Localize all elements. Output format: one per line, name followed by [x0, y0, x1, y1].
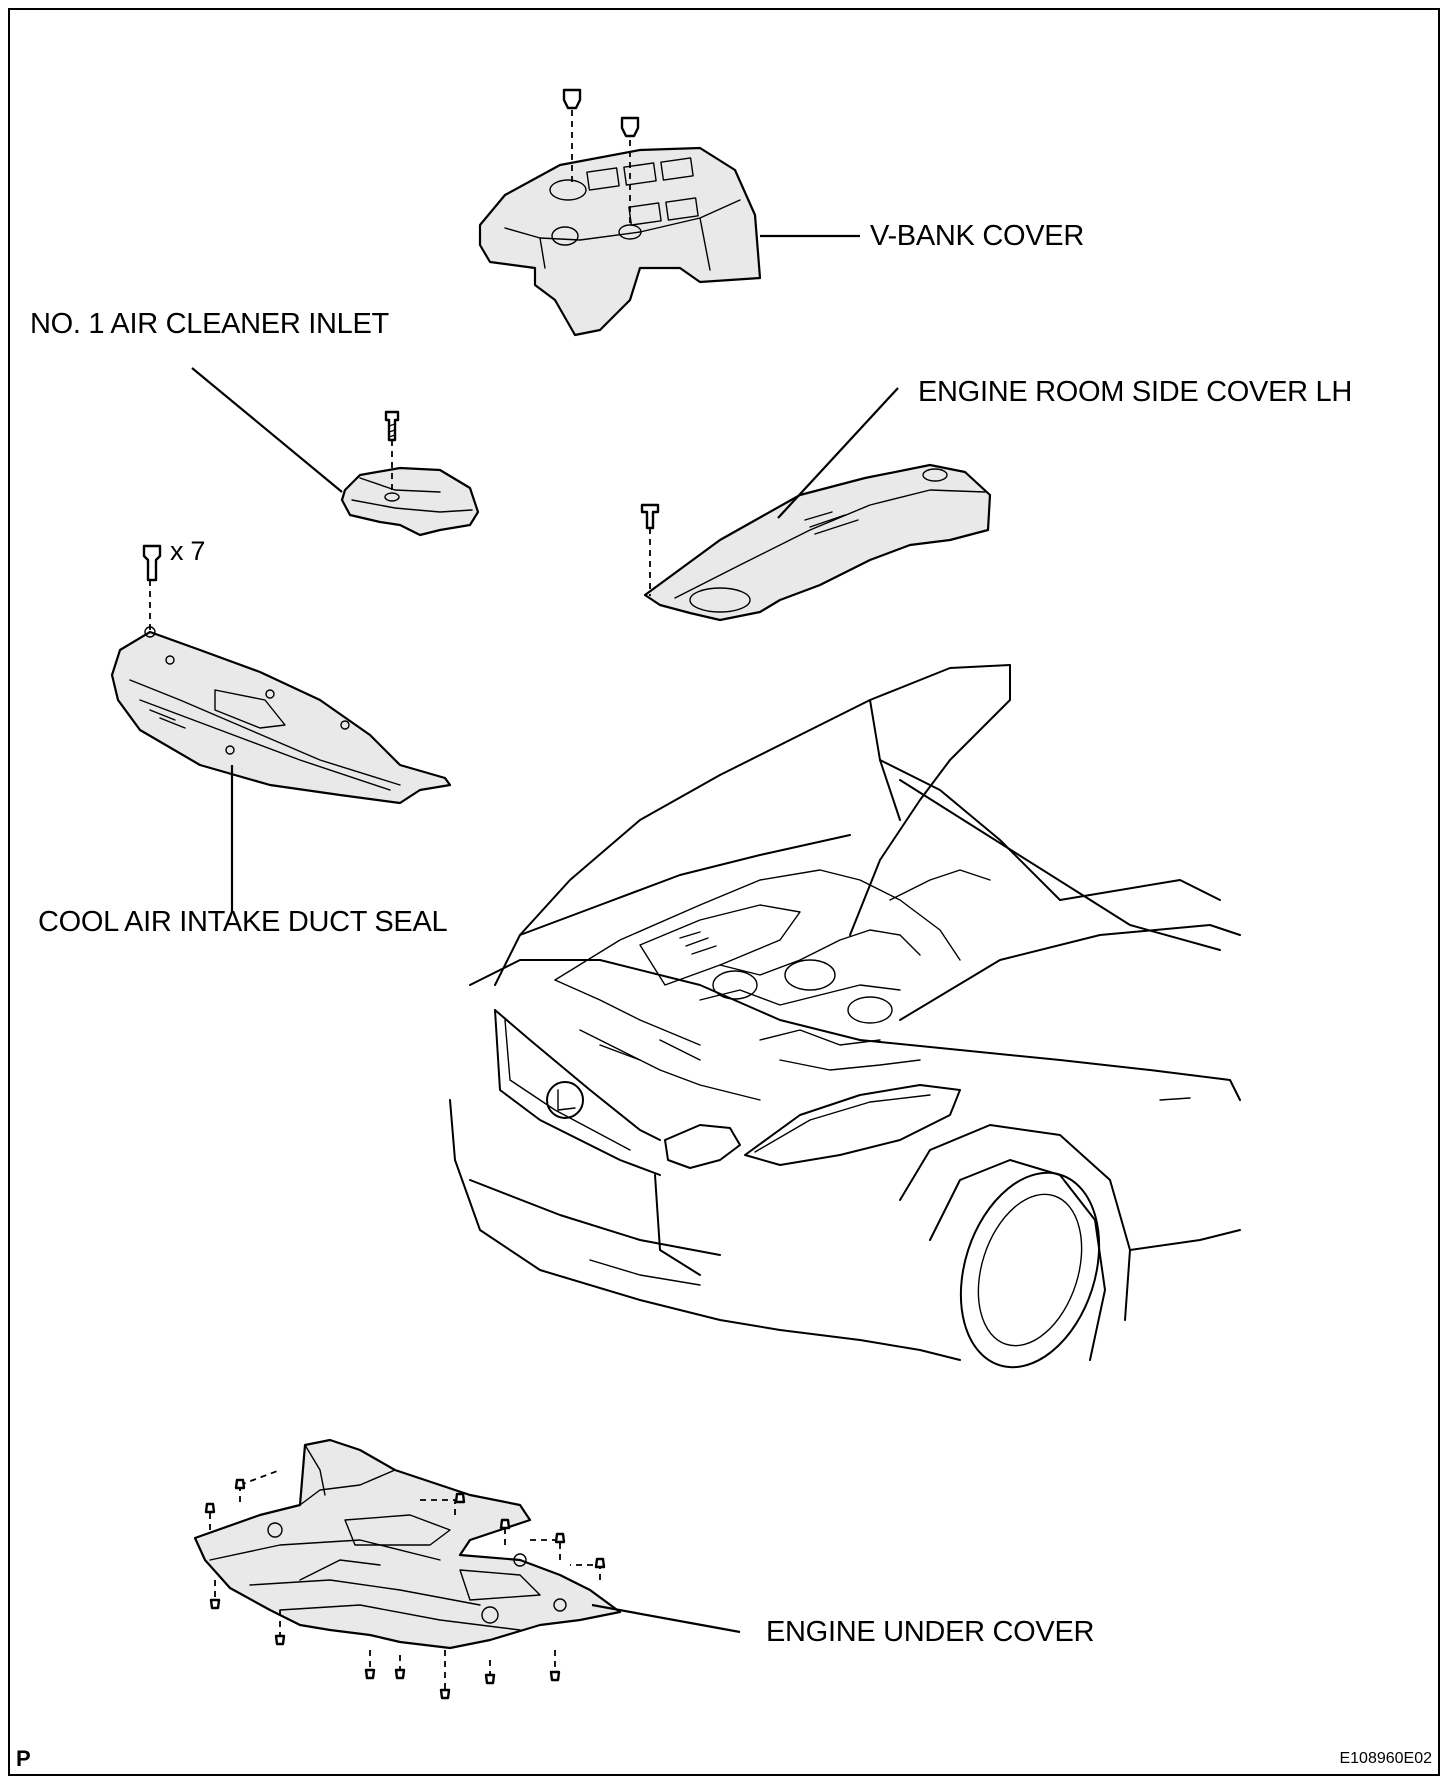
cool-air-intake-duct-seal	[110, 544, 452, 912]
engine-under-cover	[193, 1438, 741, 1700]
label-v-bank-cover: V-BANK COVER	[870, 220, 1084, 252]
diagram-frame	[8, 8, 1440, 1776]
v-bank-cover	[478, 88, 860, 337]
bolt-group	[204, 1478, 606, 1700]
engine-room-side-cover	[640, 387, 992, 622]
label-clip-quantity: x 7	[170, 536, 206, 566]
footer-mark: P	[16, 1746, 31, 1771]
label-engine-under-cover: ENGINE UNDER COVER	[766, 1616, 1095, 1648]
label-engine-room-side-cover: ENGINE ROOM SIDE COVER LH	[918, 376, 1353, 408]
label-cool-air-intake-duct-seal: COOL AIR INTAKE DUCT SEAL	[38, 906, 448, 938]
label-air-cleaner-inlet: NO. 1 AIR CLEANER INLET	[30, 308, 389, 340]
air-cleaner-inlet	[191, 367, 480, 537]
vehicle-front	[449, 664, 1241, 1369]
figure-code: E108960E02	[1339, 1750, 1432, 1767]
